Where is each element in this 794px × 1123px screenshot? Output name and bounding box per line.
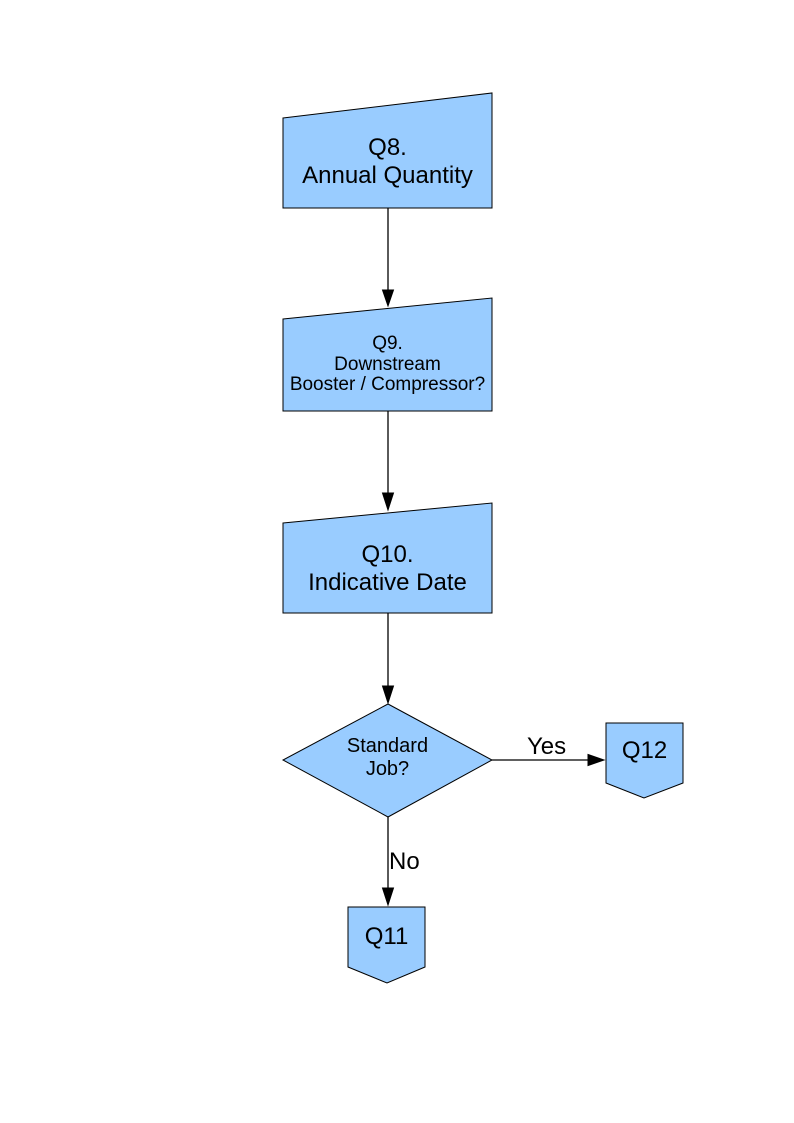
q11-offpage-connector-shape xyxy=(347,906,426,984)
arrowhead-q9-to-q10 xyxy=(381,492,395,512)
q9-label-line1: Q9. xyxy=(372,333,403,354)
q12-offpage-connector-shape xyxy=(605,722,684,799)
q8-label-line1: Q8. xyxy=(368,134,407,161)
arrowhead-decision-to-q11 xyxy=(381,887,395,907)
q8-node-label: Q8. Annual Quantity xyxy=(283,134,492,190)
q9-node-label: Q9. Downstream Booster / Compressor? xyxy=(283,333,492,396)
decision-node-label: Standard Job? xyxy=(283,735,492,781)
q12-node-label: Q12 xyxy=(621,737,668,764)
q11-node-label: Q11 xyxy=(364,923,409,950)
decision-label-line2: Job? xyxy=(365,758,410,780)
q9-manual-input-shape xyxy=(282,297,493,412)
arrowhead-decision-to-q12 xyxy=(587,753,606,767)
arrowhead-q8-to-q9 xyxy=(381,289,395,308)
arrowhead-q10-to-decision xyxy=(381,685,395,705)
q10-label-line1: Q10. xyxy=(361,541,414,568)
yes-branch-label: Yes xyxy=(527,733,567,760)
q10-node-label: Q10. Indicative Date xyxy=(283,541,492,597)
no-branch-label: No xyxy=(389,848,420,875)
q9-label-line3: Booster / Compressor? xyxy=(289,374,486,395)
decision-label-line1: Standard xyxy=(346,735,429,757)
q8-manual-input-shape xyxy=(282,92,493,209)
q8-label-line2: Annual Quantity xyxy=(302,162,473,189)
q10-manual-input-shape xyxy=(282,502,493,614)
q10-label-line2: Indicative Date xyxy=(308,569,467,596)
q9-label-line2: Downstream xyxy=(334,353,441,375)
